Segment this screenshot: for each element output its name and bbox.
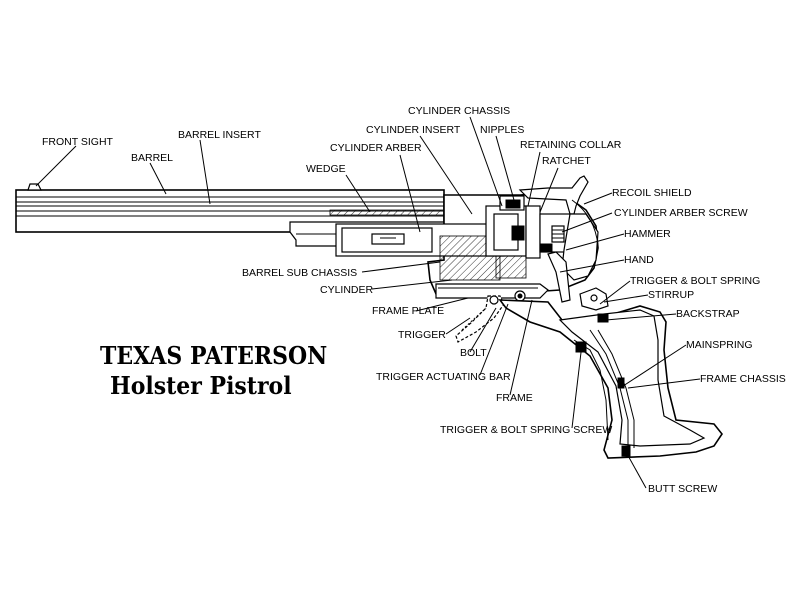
hammer-shape [518,175,599,281]
leader-lines [35,116,701,489]
label-cylinder-arber: CYLINDER ARBER [330,142,422,154]
label-frame: FRAME [496,392,533,404]
label-ratchet: RATCHET [542,155,591,167]
label-mainspring: MAINSPRING [686,339,753,351]
label-barrel-sub-chassis: BARREL SUB CHASSIS [242,267,357,279]
title-line-2: Holster Pistrol [110,372,292,400]
label-cylinder: CYLINDER [320,284,374,296]
label-barrel: BARREL [131,152,173,164]
label-recoil-shield: RECOIL SHIELD [612,187,692,199]
label-trigger-actuating-bar: TRIGGER ACTUATING BAR [376,371,511,383]
label-frame-chassis: FRAME CHASSIS [700,373,786,385]
label-retaining-collar: RETAINING COLLAR [520,139,622,151]
label-backstrap: BACKSTRAP [676,308,740,320]
label-cylinder-chassis: CYLINDER CHASSIS [408,105,510,117]
hand-shape [547,251,571,303]
ratchet-shape [525,205,571,259]
front-sight-shape [27,183,42,191]
label-cylinder-arber-screw: CYLINDER ARBER SCREW [614,207,748,219]
label-barrel-insert: BARREL INSERT [178,129,261,141]
grip-shape [498,299,723,459]
part-labels: FRONT SIGHT BARREL INSERT BARREL WEDGE C… [42,105,786,495]
label-frame-plate: FRAME PLATE [372,305,444,317]
label-cylinder-insert: CYLINDER INSERT [366,124,461,136]
label-nipples: NIPPLES [480,124,524,136]
label-butt-screw: BUTT SCREW [648,483,717,495]
label-trigger-bolt-spring-screw: TRIGGER & BOLT SPRING SCREW [440,424,612,436]
label-trigger-bolt-spring: TRIGGER & BOLT SPRING [630,275,760,287]
recoil-shield-shape [571,199,599,247]
label-front-sight: FRONT SIGHT [42,136,114,148]
stirrup-shape [579,287,609,311]
diagram-title: TEXAS PATERSON Holster Pistrol [100,342,327,400]
label-trigger: TRIGGER [398,329,446,341]
pistol-drawing [15,175,723,459]
label-bolt: BOLT [460,347,487,359]
wedge-shape [329,209,445,216]
label-wedge: WEDGE [306,163,346,175]
label-hand: HAND [624,254,654,266]
label-stirrup: STIRRUP [648,289,694,301]
title-line-1: TEXAS PATERSON [100,342,327,370]
cylinder-shape [335,223,505,281]
label-hammer: HAMMER [624,228,671,240]
cylinder-chassis-shape [485,195,527,279]
